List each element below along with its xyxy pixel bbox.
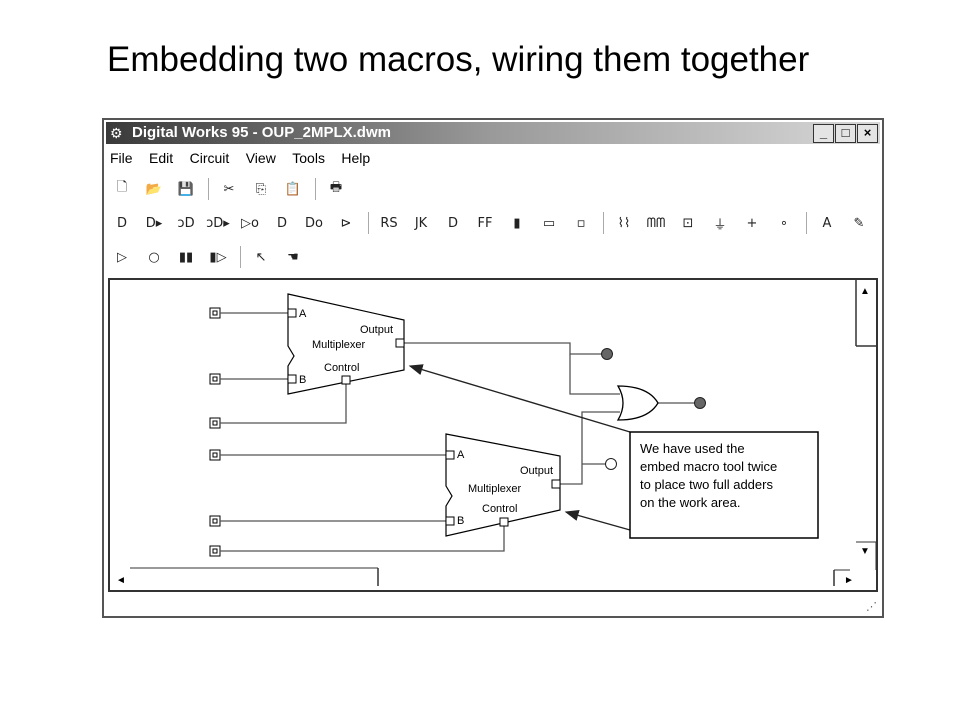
nor-gate-icon[interactable]: Do bbox=[305, 215, 323, 231]
d-flipflop-icon[interactable]: D bbox=[447, 215, 458, 231]
input-switch[interactable] bbox=[209, 545, 221, 557]
app-window: ⚙ Digital Works 95 - OUP_2MPLX.dwm _ □ ×… bbox=[102, 118, 884, 618]
menu-help[interactable]: Help bbox=[341, 150, 371, 166]
close-button[interactable]: × bbox=[857, 124, 878, 143]
mux1-label: Multiplexer bbox=[312, 339, 366, 351]
horizontal-scrollbar[interactable]: ◄ ► bbox=[116, 567, 854, 586]
toolbar-separator bbox=[315, 178, 316, 200]
mux2-control-label: Control bbox=[482, 503, 517, 515]
toolbar-separator bbox=[208, 178, 209, 200]
vertical-scrollbar[interactable]: ▲ ▼ bbox=[855, 280, 877, 570]
pointer-icon[interactable]: ↖ bbox=[255, 249, 267, 265]
title-bar[interactable]: ⚙ Digital Works 95 - OUP_2MPLX.dwm _ □ × bbox=[106, 122, 880, 144]
mux1-port-a: A bbox=[299, 308, 307, 320]
hand-icon[interactable]: ☚ bbox=[287, 249, 299, 265]
nand-gate-icon[interactable]: D bbox=[276, 215, 287, 231]
jk-flipflop-icon[interactable]: JK bbox=[414, 215, 428, 231]
or-gate[interactable] bbox=[616, 385, 659, 421]
mux2-port-a: A bbox=[457, 449, 465, 461]
callout-box: We have used the embed macro tool twice … bbox=[629, 431, 819, 539]
scroll-left-icon[interactable]: ◄ bbox=[116, 575, 126, 586]
mux2-port-b: B bbox=[457, 515, 464, 527]
step-icon[interactable]: ▮▷ bbox=[209, 249, 227, 265]
app-logo-icon: ⚙ bbox=[110, 125, 123, 141]
ground-icon[interactable]: ⏚ bbox=[713, 217, 727, 233]
callout-arrow bbox=[408, 364, 631, 433]
clock-icon[interactable]: ⌇⌇ bbox=[617, 215, 631, 231]
wires bbox=[220, 312, 695, 552]
mux2-output-label: Output bbox=[520, 465, 553, 477]
input-switch[interactable] bbox=[209, 417, 221, 429]
pencil-icon[interactable]: ✎ bbox=[853, 215, 865, 231]
pause-icon[interactable]: ▮▮ bbox=[178, 249, 194, 265]
mux1-output-label: Output bbox=[360, 324, 393, 336]
led-icon[interactable]: ▭ bbox=[542, 215, 556, 231]
xor-gate-icon[interactable]: ↄD bbox=[177, 215, 195, 231]
rs-flipflop-icon[interactable]: RS bbox=[380, 215, 398, 231]
output-led-off[interactable] bbox=[605, 458, 617, 470]
tristate-icon[interactable]: ⊳ bbox=[340, 215, 352, 231]
slide-title: Embedding two macros, wiring them togeth… bbox=[107, 40, 810, 79]
resize-grip-icon[interactable]: ⋰ bbox=[866, 601, 877, 613]
output-led-on[interactable] bbox=[601, 348, 613, 360]
node-icon[interactable]: ∘ bbox=[779, 215, 789, 231]
input-switch[interactable] bbox=[209, 449, 221, 461]
plus-icon[interactable]: + bbox=[746, 215, 758, 231]
and-gate-icon[interactable]: D bbox=[116, 215, 127, 231]
run-icon[interactable]: ▷ bbox=[117, 249, 127, 265]
window-title: Digital Works 95 - OUP_2MPLX.dwm bbox=[132, 124, 391, 141]
xnor-gate-icon[interactable]: ↄD▸ bbox=[206, 215, 230, 231]
toolbar-separator bbox=[806, 212, 807, 234]
callout-line: We have used the bbox=[640, 441, 745, 456]
toolbar-separator bbox=[603, 212, 604, 234]
open-folder-icon[interactable]: 📂 bbox=[145, 181, 163, 197]
buffer-icon[interactable]: ▷o bbox=[241, 215, 259, 231]
save-icon[interactable]: 💾 bbox=[177, 181, 195, 197]
callout-line: to place two full adders bbox=[640, 477, 773, 492]
minimize-button[interactable]: _ bbox=[813, 124, 834, 143]
menu-tools[interactable]: Tools bbox=[292, 150, 325, 166]
cut-icon[interactable]: ✂ bbox=[223, 181, 235, 197]
menu-circuit[interactable]: Circuit bbox=[189, 150, 230, 166]
file-toolbar: 🗋 📂 💾 ✂ ⎘ 📋 🖶 bbox=[110, 176, 356, 202]
scroll-up-icon[interactable]: ▲ bbox=[860, 286, 870, 297]
input-switch[interactable] bbox=[209, 307, 221, 319]
macro-icon[interactable]: ▫ bbox=[576, 215, 586, 231]
mux1-control-label: Control bbox=[324, 362, 359, 374]
callout-arrow bbox=[564, 510, 631, 531]
output-led-on[interactable] bbox=[694, 397, 706, 409]
stop-icon[interactable]: ○ bbox=[148, 249, 160, 265]
maximize-button[interactable]: □ bbox=[835, 124, 856, 143]
or-gate-icon[interactable]: D▸ bbox=[145, 215, 163, 231]
sequence-icon[interactable]: ᗰᗰ bbox=[646, 215, 666, 231]
scroll-right-icon[interactable]: ► bbox=[844, 575, 854, 586]
component-toolbar: D D▸ ↄD ↄD▸ ▷o D Do ⊳ RS JK D FF ▮ ▭ ▫ ⌇⌇ ᗰᗰ ⊡ ⏚ + ∘ A ✎ bbox=[110, 210, 879, 236]
mux2-label: Multiplexer bbox=[468, 483, 522, 495]
multiplexer-1[interactable]: A B Multiplexer Output Control bbox=[287, 293, 405, 395]
input-icon[interactable]: ⊡ bbox=[682, 215, 694, 231]
callout-line: embed macro tool twice bbox=[640, 459, 777, 474]
simulation-toolbar: ▷ ○ ▮▮ ▮▷ ↖ ☚ bbox=[110, 244, 313, 270]
toolbar-separator bbox=[368, 212, 369, 234]
text-tool-icon[interactable]: A bbox=[822, 215, 832, 231]
ff-icon[interactable]: FF bbox=[477, 215, 493, 231]
multiplexer-2[interactable]: A B Multiplexer Output Control bbox=[445, 433, 561, 537]
callout-line: on the work area. bbox=[640, 495, 740, 510]
work-area[interactable]: A B Multiplexer Output Control A B Multi… bbox=[108, 278, 878, 592]
copy-icon[interactable]: ⎘ bbox=[255, 181, 267, 197]
new-file-icon[interactable]: 🗋 bbox=[116, 180, 128, 195]
print-icon[interactable]: 🖶 bbox=[329, 180, 343, 195]
menu-edit[interactable]: Edit bbox=[149, 150, 174, 166]
input-switch[interactable] bbox=[209, 373, 221, 385]
scroll-down-icon[interactable]: ▼ bbox=[860, 546, 870, 557]
circuit-diagram: A B Multiplexer Output Control A B Multi… bbox=[116, 280, 877, 586]
menu-file[interactable]: File bbox=[110, 150, 133, 166]
mux1-port-b: B bbox=[299, 374, 306, 386]
menu-bar: File Edit Circuit View Tools Help bbox=[110, 150, 382, 170]
menu-view[interactable]: View bbox=[245, 150, 276, 166]
paste-icon[interactable]: 📋 bbox=[284, 181, 302, 197]
switch-icon[interactable]: ▮ bbox=[513, 215, 521, 231]
toolbar-separator bbox=[240, 246, 241, 268]
input-switch[interactable] bbox=[209, 515, 221, 527]
